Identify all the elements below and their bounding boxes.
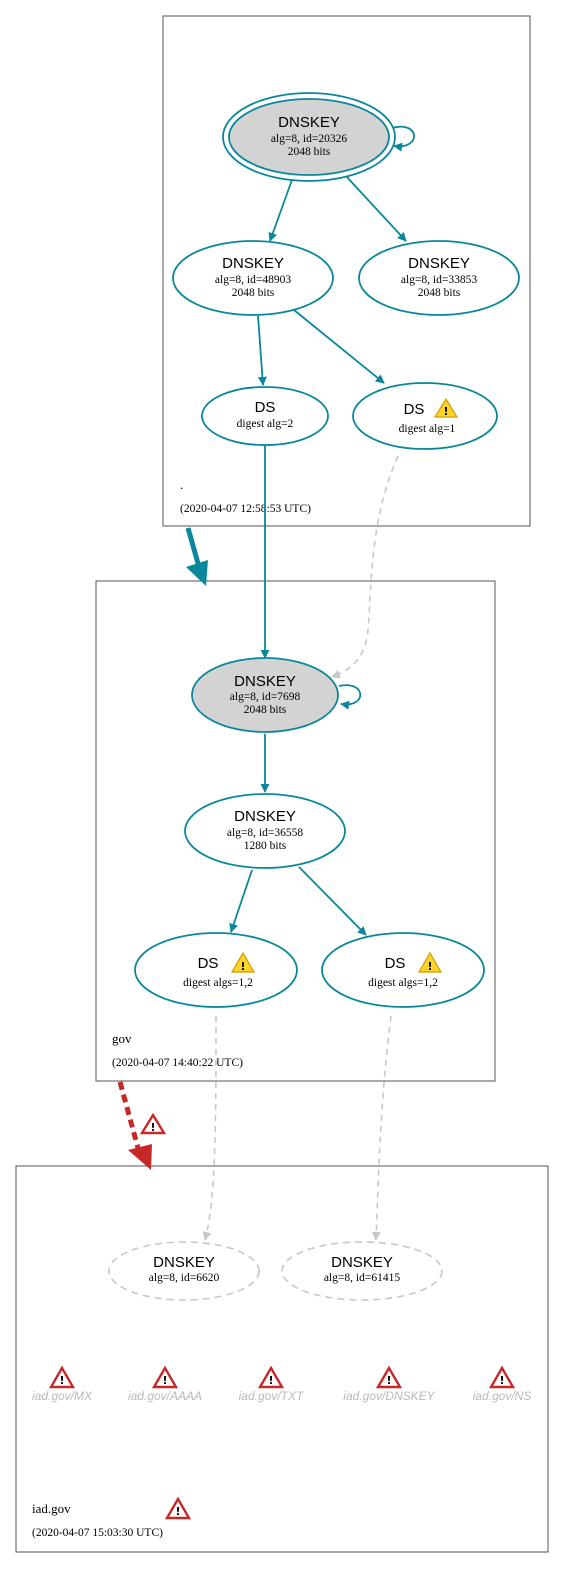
- svg-text:!: !: [386, 1374, 391, 1387]
- error-icon: !: [151, 1365, 179, 1389]
- node-title: DNSKEY: [234, 808, 296, 825]
- edge-ds-a-to-iad-key1: [202, 1015, 217, 1241]
- node-detail: 2048 bits: [244, 704, 287, 716]
- error-icon-delegation: !: [139, 1112, 167, 1135]
- node-title: DNSKEY: [408, 255, 470, 272]
- node-title: DS: [404, 401, 425, 418]
- error-icon: !: [488, 1365, 516, 1389]
- node-detail: 2048 bits: [232, 287, 275, 299]
- rrset-iad-dnskey[interactable]: ! iad.gov/DNSKEY: [343, 1365, 436, 1403]
- edge-ds-b-to-iad-key2: [371, 1015, 392, 1241]
- node-ds-iad-a[interactable]: DS ! digest algs=1,2: [134, 932, 298, 1008]
- node-detail: alg=8, id=7698: [230, 691, 301, 703]
- zone-label-iad-gov: iad.gov: [32, 1501, 71, 1516]
- node-detail: 2048 bits: [288, 146, 331, 158]
- edge-gov-zsk-to-ds-a: [229, 869, 253, 933]
- zone-timestamp-root: (2020-04-07 12:58:53 UTC): [180, 503, 311, 515]
- node-detail: alg=8, id=48903: [215, 274, 291, 286]
- svg-text:!: !: [240, 960, 245, 973]
- warning-icon: !: [230, 951, 256, 973]
- node-title: DNSKEY: [278, 114, 340, 131]
- svg-text:!: !: [175, 1505, 180, 1518]
- warning-icon: !: [433, 397, 459, 418]
- node-iad-key1[interactable]: DNSKEY alg=8, id=6620: [108, 1241, 260, 1301]
- edge-root-ksk-to-zsk1: [268, 176, 294, 242]
- edge-root-ksk-to-zsk2: [344, 174, 407, 242]
- rrset-iad-ns[interactable]: ! iad.gov/NS: [473, 1365, 532, 1403]
- edge-zsk1-to-ds2: [257, 315, 267, 386]
- node-root-ksk[interactable]: DNSKEY alg=8, id=20326 2048 bits: [222, 92, 396, 182]
- self-sign-edge-gov-ksk: [338, 684, 362, 710]
- node-title: DS: [255, 399, 276, 416]
- svg-text:!: !: [150, 1121, 155, 1134]
- node-root-zsk1[interactable]: DNSKEY alg=8, id=48903 2048 bits: [172, 240, 334, 316]
- svg-text:!: !: [268, 1374, 273, 1387]
- node-detail: 1280 bits: [244, 840, 287, 852]
- node-title: DS: [198, 955, 219, 972]
- rrset-label: iad.gov/AAAA: [128, 1389, 202, 1403]
- warning-icon: !: [417, 951, 443, 973]
- node-title: DNSKEY: [234, 673, 296, 690]
- svg-text:!: !: [443, 405, 448, 418]
- node-detail: digest algs=1,2: [183, 977, 253, 989]
- delegation-edge-root-gov: [185, 527, 208, 586]
- node-ds-gov-digest2[interactable]: DS digest alg=2: [201, 386, 329, 446]
- node-detail: alg=8, id=36558: [227, 827, 303, 839]
- rrset-iad-txt[interactable]: ! iad.gov/TXT: [239, 1365, 305, 1403]
- node-ds-gov-digest1[interactable]: DS ! digest alg=1: [352, 382, 498, 450]
- edge-gov-zsk-to-ds-b: [298, 866, 367, 936]
- zone-box-gov: [95, 580, 496, 1082]
- zone-timestamp-gov: (2020-04-07 14:40:22 UTC): [112, 1057, 243, 1069]
- node-detail: digest alg=2: [237, 418, 294, 430]
- node-detail: digest alg=1: [399, 423, 456, 435]
- svg-text:!: !: [427, 960, 432, 973]
- node-gov-ksk[interactable]: DNSKEY alg=8, id=7698 2048 bits: [191, 657, 339, 733]
- zone-label-gov: gov: [112, 1031, 132, 1046]
- node-detail: alg=8, id=6620: [149, 1272, 220, 1284]
- rrset-label: iad.gov/DNSKEY: [343, 1389, 435, 1403]
- node-title: DS: [385, 955, 406, 972]
- edge-zsk1-to-ds1: [293, 309, 385, 384]
- node-title: DNSKEY: [331, 1254, 393, 1271]
- rrset-label: iad.gov/TXT: [239, 1389, 305, 1403]
- rrset-label: iad.gov/NS: [473, 1389, 532, 1403]
- zone-box-root: [162, 15, 531, 527]
- svg-text:!: !: [499, 1374, 504, 1387]
- self-sign-edge-root-ksk: [391, 125, 415, 152]
- zone-box-iad-gov: [15, 1165, 549, 1553]
- node-ds-iad-b[interactable]: DS ! digest algs=1,2: [321, 932, 485, 1008]
- node-title: DNSKEY: [222, 255, 284, 272]
- error-icon-zone-iad-gov: !: [164, 1496, 192, 1520]
- node-gov-zsk[interactable]: DNSKEY alg=8, id=36558 1280 bits: [184, 793, 346, 869]
- zone-label-root: .: [180, 477, 183, 492]
- rrset-label: iad.gov/MX: [32, 1389, 93, 1403]
- edge-ds1-to-gov-ksk: [331, 455, 399, 679]
- svg-text:!: !: [162, 1374, 167, 1387]
- error-icon: !: [48, 1365, 76, 1389]
- node-detail: alg=8, id=20326: [271, 133, 347, 145]
- node-detail: alg=8, id=61415: [324, 1272, 400, 1284]
- svg-text:!: !: [59, 1374, 64, 1387]
- node-iad-key2[interactable]: DNSKEY alg=8, id=61415: [281, 1241, 443, 1301]
- node-detail: digest algs=1,2: [368, 977, 438, 989]
- delegation-edge-gov-iad-bogus: [117, 1081, 152, 1170]
- error-icon: !: [257, 1365, 285, 1389]
- node-detail: 2048 bits: [418, 287, 461, 299]
- node-detail: alg=8, id=33853: [401, 274, 477, 286]
- zone-timestamp-iad-gov: (2020-04-07 15:03:30 UTC): [32, 1527, 163, 1539]
- rrset-iad-mx[interactable]: ! iad.gov/MX: [32, 1365, 93, 1403]
- rrset-iad-aaaa[interactable]: ! iad.gov/AAAA: [128, 1365, 202, 1403]
- error-icon: !: [375, 1365, 403, 1389]
- node-root-zsk2[interactable]: DNSKEY alg=8, id=33853 2048 bits: [358, 240, 520, 316]
- node-title: DNSKEY: [153, 1254, 215, 1271]
